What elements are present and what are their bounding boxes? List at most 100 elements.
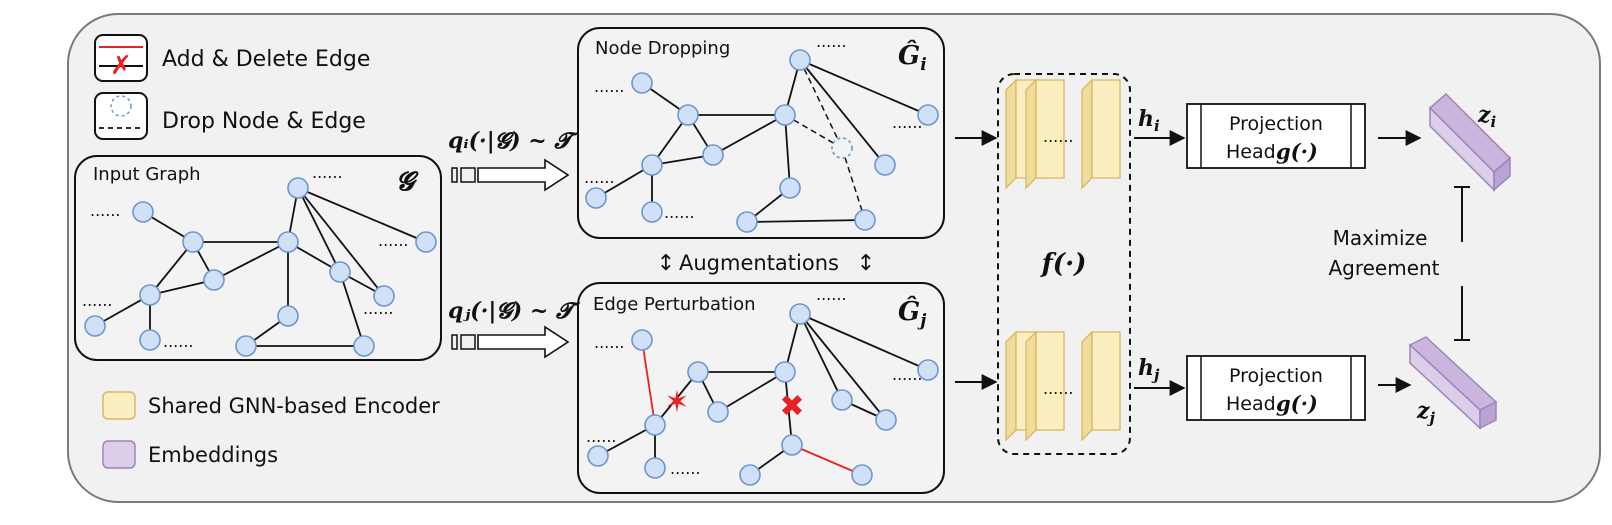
graph-node <box>139 329 161 351</box>
graph-node <box>774 104 796 126</box>
graph-node <box>84 315 106 337</box>
legend-encoder-label: Shared GNN-based Encoder <box>148 394 440 418</box>
graph-edge <box>149 279 215 296</box>
ellipsis: ...... <box>664 203 695 222</box>
encoder-layer-side <box>1081 330 1093 442</box>
hollow-arrow-icon <box>477 325 570 359</box>
graph-node <box>415 231 437 253</box>
maximize-line2: Agreement <box>1328 256 1439 280</box>
dropped-edge <box>784 114 843 149</box>
graph-edge <box>799 59 886 166</box>
added-edge <box>791 444 863 476</box>
projection-i-line1: Projection <box>1229 113 1323 135</box>
graph-node <box>854 209 876 231</box>
ellipsis: ...... <box>816 285 847 304</box>
projection-j-line1: Projection <box>1229 365 1323 387</box>
sampler-i: qᵢ(·|𝓖) ~ 𝓣 <box>448 128 579 192</box>
dropped-edge <box>841 147 866 221</box>
projection-head-j: Projection Head g(·) <box>1186 355 1366 421</box>
ellipsis: ...... <box>670 459 701 478</box>
node-dropping-title: Node Dropping <box>595 38 730 59</box>
graph-node <box>831 389 853 411</box>
encoder-layer-side <box>1025 330 1037 442</box>
graph-edge <box>213 241 289 281</box>
graph-edge <box>712 114 786 156</box>
encoder-layer-side <box>1025 78 1037 190</box>
edge-perturbation-graph: ..............................✶✖ <box>586 285 939 486</box>
graph-node <box>641 154 663 176</box>
graph-node <box>736 211 758 233</box>
encoder-layer-side <box>1081 78 1093 190</box>
encoder-layer <box>1091 79 1121 179</box>
dropped-node <box>831 137 853 159</box>
graph-edge <box>597 424 656 457</box>
projection-head-i: Projection Head g(·) <box>1186 103 1366 169</box>
input-graph: .................................... <box>82 163 437 357</box>
z-j-label: zj <box>1416 398 1436 427</box>
encoder-layers-top: ...... <box>1005 78 1121 190</box>
input-graph-symbol: 𝓖 <box>396 167 419 197</box>
graph-edge <box>339 271 365 347</box>
ellipsis: ...... <box>594 77 625 96</box>
ellipsis: ...... <box>586 427 617 446</box>
h-j-label: hj <box>1138 355 1160 384</box>
legend: ✗ Add & Delete Edge Drop Node & Edge Sha… <box>94 34 440 469</box>
graph-node <box>585 187 607 209</box>
encoder-layer <box>1035 79 1065 179</box>
node-dropping-panel: Node Dropping Ĝi .......................… <box>577 27 945 239</box>
sampler-j-label: qⱼ(·|𝓖) ~ 𝓣 <box>448 298 581 324</box>
augmentations: ↕ Augmentations ↕ <box>657 251 875 276</box>
updown-arrow-icon: ↕ <box>657 251 675 276</box>
legend-shared-encoder: Shared GNN-based Encoder <box>102 391 440 420</box>
h-i-label: hi <box>1138 106 1160 135</box>
graph-node <box>781 434 803 456</box>
legend-add-delete-label: Add & Delete Edge <box>162 47 370 72</box>
edge-perturbation-panel: Edge Perturbation Ĝj ...................… <box>577 282 945 494</box>
ellipsis: ...... <box>892 365 923 384</box>
ellipsis: ...... <box>1043 127 1074 146</box>
encoder-layer <box>1035 331 1065 431</box>
graph-edge <box>799 313 843 401</box>
hollow-arrow-icon <box>477 158 570 192</box>
graph-edge <box>297 187 341 273</box>
maximize-agreement: Maximize Agreement <box>1328 186 1470 341</box>
encoder-layers-bottom: ...... <box>1005 330 1121 442</box>
legend-embeddings: Embeddings <box>102 440 278 469</box>
removed-edge-icon: ✖ <box>779 389 804 424</box>
augmentations-label: Augmentations <box>679 251 839 275</box>
graph-node <box>182 231 204 253</box>
graph-node <box>644 457 666 479</box>
graph-node <box>235 335 257 357</box>
encoder-layer-side <box>1005 78 1017 190</box>
graph-node <box>707 401 729 423</box>
legend-add-delete-edge: ✗ Add & Delete Edge <box>94 34 370 82</box>
graph-edge <box>654 371 699 426</box>
graph-node <box>789 303 811 325</box>
edge-perturbation-title: Edge Perturbation <box>593 294 756 315</box>
graph-node <box>277 305 299 327</box>
graph-edge <box>799 313 887 421</box>
projection-j-func: g(·) <box>1276 391 1318 416</box>
graph-node <box>687 361 709 383</box>
embedding-z-i: zi <box>1428 92 1512 192</box>
graph-node <box>677 104 699 126</box>
graph-node <box>277 231 299 253</box>
graph-node <box>874 154 896 176</box>
graph-node <box>851 464 873 486</box>
embedding-z-j: zj <box>1408 336 1498 430</box>
graph-node <box>644 414 666 436</box>
graph-node <box>917 104 939 126</box>
ellipsis: ...... <box>378 231 409 250</box>
graph-edge <box>799 59 929 116</box>
graph-node <box>373 285 395 307</box>
node-dropping-graph: .............................. <box>584 32 939 233</box>
graph-node <box>139 284 161 306</box>
z-i-label: zi <box>1477 102 1497 131</box>
ellipsis: ...... <box>816 32 847 51</box>
graph-node <box>631 329 653 351</box>
graph-node <box>203 269 225 291</box>
ellipsis: ...... <box>1043 379 1074 398</box>
graph-edge <box>595 164 653 199</box>
graph-node <box>789 49 811 71</box>
